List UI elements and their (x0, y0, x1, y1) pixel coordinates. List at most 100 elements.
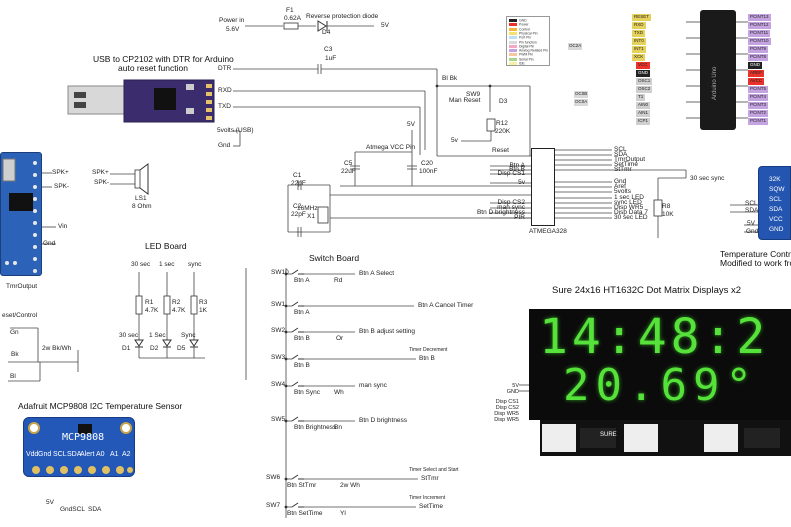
r12-value: 220K (495, 128, 511, 135)
lm-wire-bl: Bl (10, 373, 16, 380)
switch-button-label: Btn A (294, 277, 310, 284)
switch-wire-color: Or (336, 335, 344, 342)
spk-minus: SPK- (94, 179, 110, 186)
sensor-gndscl: GndSCL (60, 506, 85, 513)
pushbutton-symbol (291, 416, 304, 422)
usb-rxd: RXD (218, 87, 232, 94)
switch-wire-color: Rd (334, 277, 343, 284)
legend-swatch (509, 19, 517, 22)
arduino-right-pin: PCINT5 (748, 86, 769, 93)
lm-gnd: Gnd (43, 240, 56, 247)
switch-ref: SW3 (271, 354, 286, 361)
diode-ref: D4 (322, 29, 331, 36)
mcu-right-pin-label: sync LED (614, 199, 642, 206)
mcu-right-pin-label: Disp WR5 (614, 204, 644, 211)
mcu-right-pin-label: Gnd (614, 178, 627, 185)
d1-ref: D1 (122, 345, 131, 352)
legend-row: Analog Related Pin (509, 49, 548, 53)
legend-swatch (509, 49, 517, 53)
mcu-left-pin-label: PIR (514, 214, 525, 221)
arduino-right-pin: PCINT3 (748, 102, 769, 109)
legend-text: PWM Pin (519, 52, 534, 57)
x1-value: 16MHz (297, 205, 318, 212)
arduino-right-pin: GND (748, 62, 762, 69)
arduino-left-pin: AIN0 (636, 102, 651, 109)
usb-gnd: Gnd (218, 142, 231, 149)
display-pin-label: Disp CS1 (495, 399, 519, 405)
x1-symbol (317, 206, 329, 224)
vcc-5v: 5V (407, 121, 415, 128)
led-header-30s: 30 sec (131, 261, 151, 268)
ls1-value: 8 Ohm (132, 203, 152, 210)
switch-ref: SW6 (266, 474, 281, 481)
led-symbol (162, 339, 172, 348)
junction-dot (284, 384, 288, 388)
display-pin-label: Disp CS2 (495, 405, 519, 411)
rtc-gnd: Gnd (746, 228, 759, 235)
switch-button-label: Btn Brightness (294, 424, 337, 431)
timer-module-board (0, 152, 42, 276)
legend-row: Control (509, 27, 530, 32)
lm-spk-minus: SPK- (54, 183, 70, 190)
sync-30-label: 30 sec sync (690, 175, 725, 182)
legend-text: Port Pin (519, 35, 532, 40)
legend-swatch (509, 40, 517, 44)
power-volt: 5.6V (226, 26, 240, 33)
led-header-sync: sync (188, 261, 202, 268)
r1-ref: R1 (145, 299, 154, 306)
legend-swatch (509, 31, 517, 35)
led-30s-label: 30 sec (119, 332, 139, 339)
arduino-left-pin: RXD (632, 22, 646, 29)
switch-ref: SW7 (266, 502, 281, 509)
junction-dot (284, 477, 288, 481)
legend-row: Port Pin (509, 36, 531, 40)
spk-plus: SPK+ (92, 169, 109, 176)
switch-wire-color: 2w Wh (340, 482, 360, 489)
legend-row: Physical Pin (509, 32, 537, 36)
r2-symbol (163, 295, 171, 315)
sensor-pin-label: SCL (53, 451, 67, 458)
temp-ctrl-title: Temperature Controlle (720, 249, 791, 259)
mcu-right-pin-label: StTmr (614, 166, 632, 173)
legend-text: Analog Related Pin (519, 48, 549, 53)
rtc-pin-label: GND (769, 226, 784, 233)
mcu-right-pin-label: SetTime (614, 161, 638, 168)
junction-dot (488, 84, 492, 88)
legend-text: Physical Pin (519, 31, 538, 36)
r1-symbol (135, 295, 143, 315)
pushbutton-symbol (291, 381, 304, 387)
legend-row: Pin function (509, 40, 537, 45)
sensor-pin-label: Alert (80, 451, 95, 458)
dot-matrix-display: 14:48:2 20.69° (529, 309, 791, 420)
switch-button-label: Btn A (294, 309, 310, 316)
led-header-1s: 1 sec (159, 261, 175, 268)
pushbutton-symbol (291, 474, 304, 480)
arduino-left-pin: VCC (636, 62, 650, 69)
lm-reset-control: eset/Control (2, 312, 38, 319)
sensor-pin-label: A1 (110, 451, 119, 458)
switch-button-label: Btn B (294, 362, 310, 369)
c3-ref: C3 (324, 46, 333, 53)
usb-title-2: auto reset function (118, 63, 188, 73)
arduino-left-pin: RESET (632, 14, 652, 21)
display-back-boards: SURE (540, 420, 791, 456)
legend-swatch (509, 23, 517, 27)
lm-wire-bkwh: 2w Bk/Wh (42, 345, 72, 352)
r8-symbol (653, 199, 663, 217)
display-pin-label: Disp WR5 (494, 411, 519, 417)
ls1-symbol (134, 169, 141, 189)
legend-swatch (509, 53, 517, 57)
power-in-label: Power in (219, 17, 245, 24)
c20-ref: C20 (421, 160, 433, 167)
display-line-2: 20.69° (563, 360, 758, 411)
arduino-right-pin: PCINT4 (748, 94, 769, 101)
arduino-right-pin: PCINT8 (748, 54, 769, 61)
sensor-pin-label: A2 (122, 451, 131, 458)
x1-ref: X1 (307, 213, 315, 220)
usb-5v: 5volts (USB) (217, 127, 254, 134)
arduino-left-pin: OSC1 (636, 78, 653, 85)
usb-title: USB to CP2102 with DTR for Arduino (93, 54, 234, 64)
sensor-pin-label: Vdd (26, 451, 39, 458)
lm-vin: Vin (58, 223, 68, 230)
